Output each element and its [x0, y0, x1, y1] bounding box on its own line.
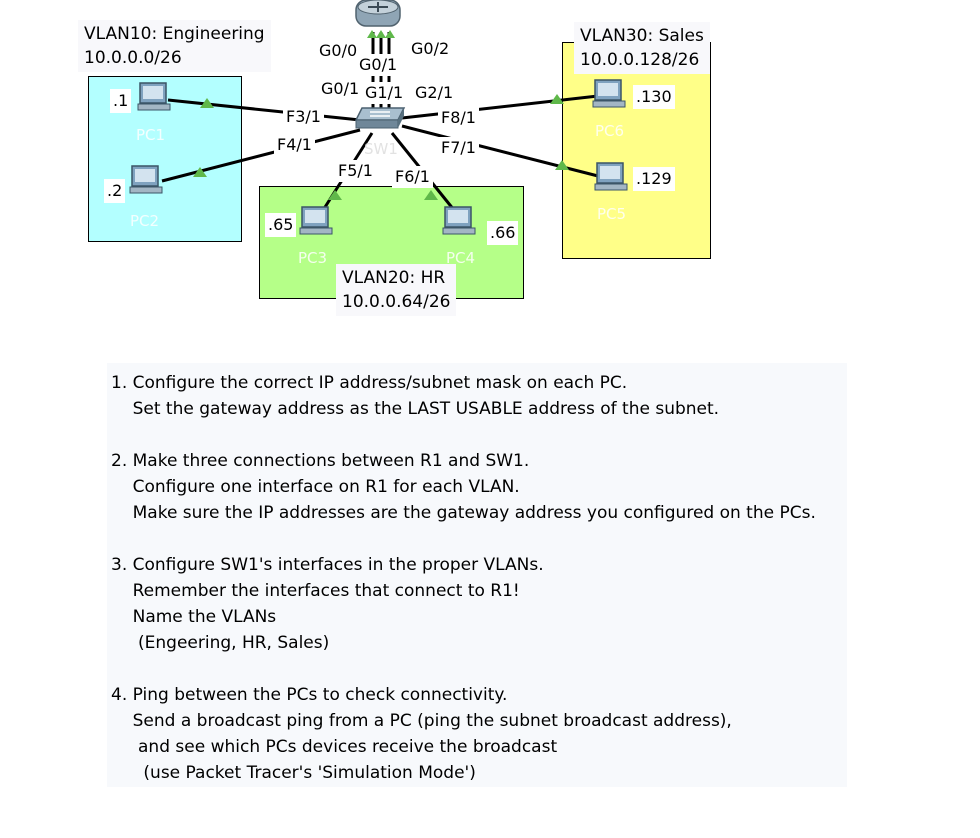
instruction-line: and see which PCs devices receive the br… — [111, 737, 558, 757]
instruction-line: (use Packet Tracer's 'Simulation Mode') — [111, 763, 476, 783]
r1-port-g00: G0/0 — [316, 40, 364, 62]
switch-icon — [354, 107, 406, 129]
sw1-port-f51: F5/1 — [335, 160, 376, 182]
link-up-marker — [193, 167, 207, 177]
pc3-name: PC3 — [298, 249, 328, 267]
pc4-name: PC4 — [446, 249, 476, 267]
link-up-marker — [367, 30, 377, 38]
router-icon — [355, 0, 401, 27]
pc1-name: PC1 — [136, 126, 166, 144]
instruction-line: 2. Make three connections between R1 and… — [111, 451, 530, 471]
instruction-line: Configure one interface on R1 for each V… — [111, 477, 520, 497]
pc6-name: PC6 — [595, 122, 625, 140]
link-up-marker — [328, 190, 342, 200]
vlan30-zone — [562, 42, 711, 259]
link-up-marker — [550, 94, 564, 104]
pc-icon — [594, 162, 628, 191]
r1-port-g02: G0/2 — [408, 38, 453, 60]
link-pc1-sw1 — [167, 98, 361, 122]
sw1-port-g11: G1/1 — [362, 82, 407, 104]
pc-icon — [592, 79, 626, 108]
instruction-line: 3. Configure SW1's interfaces in the pro… — [111, 555, 544, 575]
pc5-name: PC5 — [597, 205, 627, 223]
link-up-marker — [555, 160, 569, 170]
sw1-port-f71: F7/1 — [438, 137, 479, 159]
vlan30-title: VLAN30: Sales — [580, 26, 704, 46]
sw1-port-f31: F3/1 — [283, 106, 324, 128]
pc6-host: .130 — [633, 85, 675, 109]
pc1-host: .1 — [110, 89, 132, 113]
vlan20-title: VLAN20: HR — [342, 268, 446, 288]
vlan30-label: VLAN30: Sales 10.0.0.128/26 — [574, 22, 710, 74]
instruction-line: Remember the interfaces that connect to … — [111, 581, 520, 601]
r1-port-g01: G0/1 — [356, 54, 401, 76]
vlan10-subnet: 10.0.0.0/26 — [84, 48, 182, 68]
instructions-note: 1. Configure the correct IP address/subn… — [107, 363, 847, 787]
link-up-marker — [385, 30, 395, 38]
sw1-name: SW1 — [364, 140, 398, 158]
link-pc2-sw1 — [161, 128, 361, 183]
instruction-line: Set the gateway address as the LAST USAB… — [111, 399, 720, 419]
vlan30-subnet: 10.0.0.128/26 — [580, 50, 700, 70]
pc-icon — [299, 206, 333, 235]
instruction-line: Make sure the IP addresses are the gatew… — [111, 503, 816, 523]
pc3-host: .65 — [265, 213, 297, 237]
sw1-port-g01: G0/1 — [318, 78, 363, 100]
sw1-port-g21: G2/1 — [412, 82, 457, 104]
pc2-host: .2 — [104, 179, 126, 203]
pc-icon — [442, 206, 476, 235]
instruction-line: 4. Ping between the PCs to check connect… — [111, 685, 508, 705]
link-up-marker — [200, 98, 214, 108]
vlan20-subnet: 10.0.0.64/26 — [342, 292, 451, 312]
instruction-line: 1. Configure the correct IP address/subn… — [111, 373, 628, 393]
vlan10-title: VLAN10: Engineering — [84, 24, 265, 44]
instruction-line: Send a broadcast ping from a PC (ping th… — [111, 711, 732, 731]
sw1-port-f81: F8/1 — [438, 107, 479, 129]
sw1-port-f41: F4/1 — [274, 134, 315, 156]
vlan20-label: VLAN20: HR 10.0.0.64/26 — [336, 264, 457, 316]
pc5-host: .129 — [633, 167, 675, 191]
pc2-name: PC2 — [130, 212, 160, 230]
pc-icon — [129, 165, 163, 194]
vlan10-label: VLAN10: Engineering 10.0.0.0/26 — [78, 20, 271, 72]
link-up-marker — [424, 190, 438, 200]
instruction-line: (Engeering, HR, Sales) — [111, 633, 330, 653]
pc-icon — [137, 82, 171, 111]
sw1-port-f61: F6/1 — [392, 166, 433, 188]
pc4-host: .66 — [487, 221, 519, 245]
instruction-line: Name the VLANs — [111, 607, 277, 627]
link-pc6-sw1 — [401, 94, 599, 120]
link-up-marker — [376, 30, 386, 38]
